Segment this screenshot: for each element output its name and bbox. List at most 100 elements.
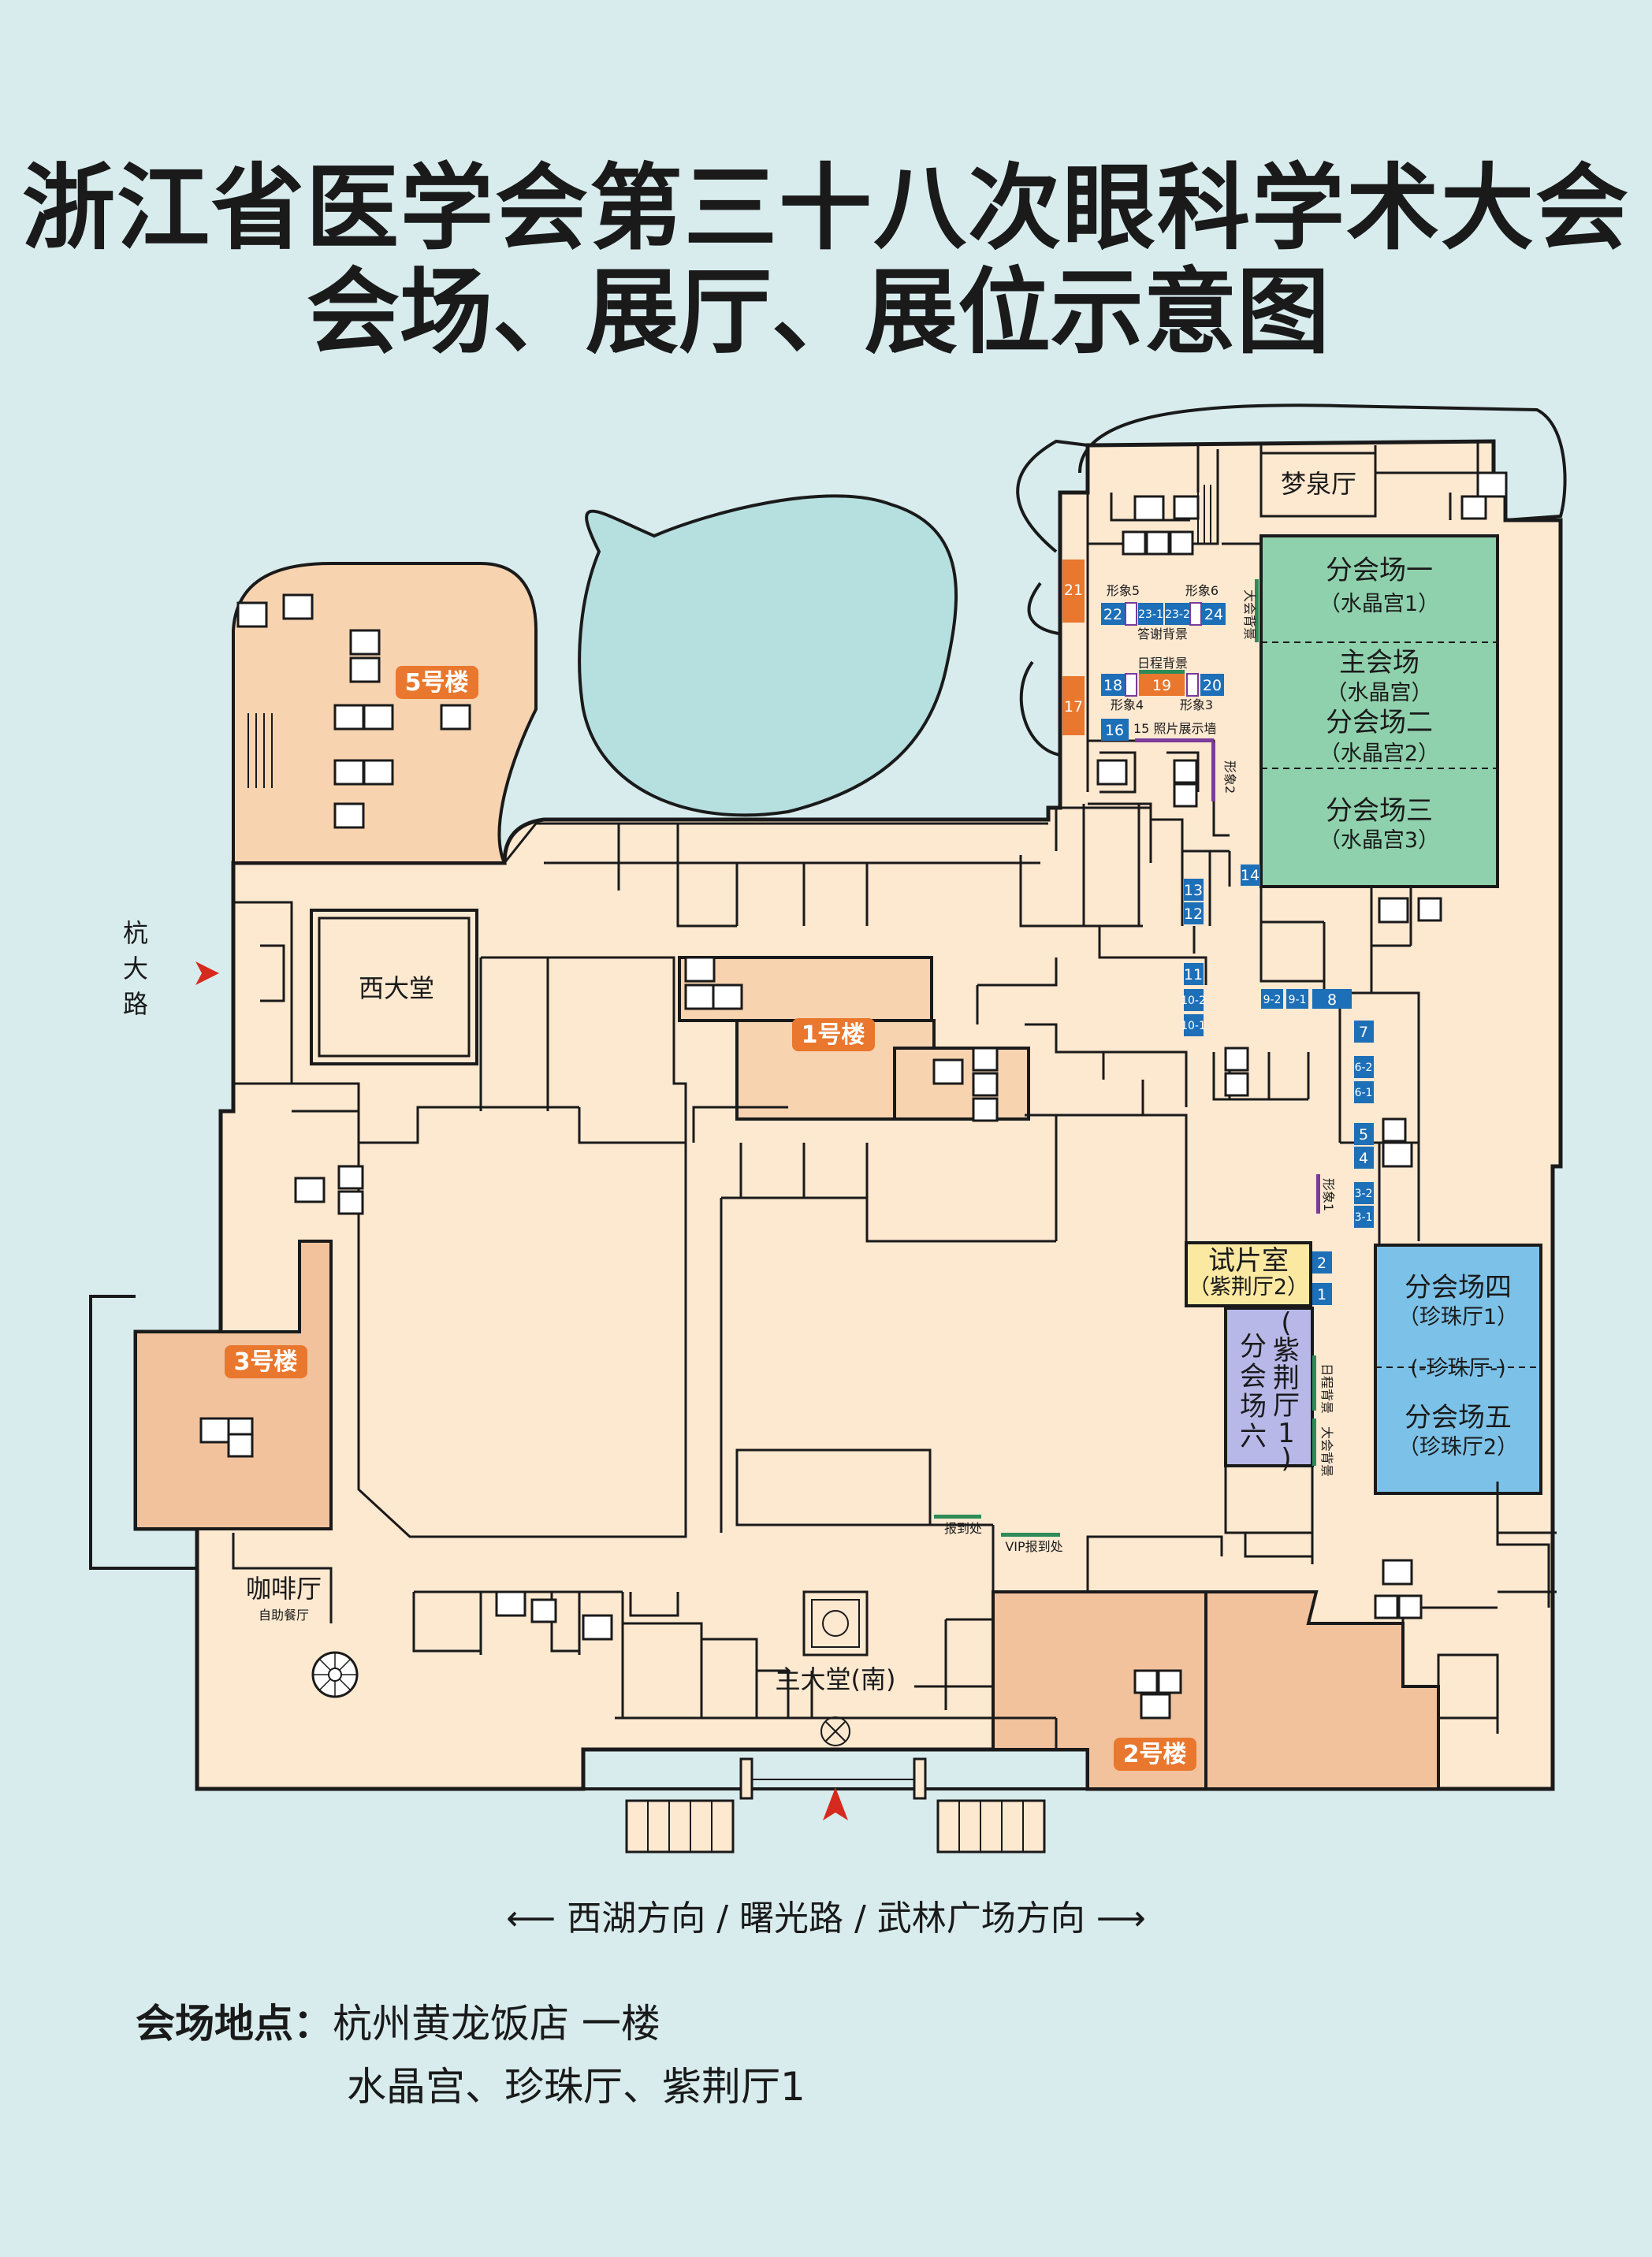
hall-sub3-room: （水晶宫3） bbox=[1319, 828, 1439, 853]
booth-11: 11 bbox=[1184, 966, 1203, 983]
booth-9-2: 9-2 bbox=[1263, 994, 1282, 1006]
booth-20: 20 bbox=[1203, 677, 1222, 694]
booth-6-1: 6-1 bbox=[1355, 1087, 1373, 1099]
booth-1: 1 bbox=[1317, 1286, 1326, 1303]
signage-image4: 形象4 bbox=[1111, 697, 1144, 712]
road-label: 杭 大 路 bbox=[123, 918, 148, 1019]
booth-18: 18 bbox=[1103, 677, 1122, 694]
hall-sub1-room: （水晶宫1） bbox=[1319, 592, 1439, 616]
hall-sub5-room: （珍珠厅2） bbox=[1398, 1435, 1518, 1459]
signage-thanks-backdrop: 答谢背景 bbox=[1137, 627, 1188, 641]
booth-5: 5 bbox=[1359, 1126, 1368, 1143]
hall-sub4-room: （珍珠厅1） bbox=[1398, 1305, 1518, 1329]
svg-text:1: 1 bbox=[1278, 1418, 1295, 1449]
booth-19: 19 bbox=[1152, 677, 1171, 694]
booth-13: 13 bbox=[1184, 882, 1203, 899]
signage-vertical: 形象2 形象1 大会背景 日程背景 大会背景 bbox=[1222, 589, 1336, 1477]
svg-text:大会背景: 大会背景 bbox=[1319, 1426, 1334, 1477]
svg-text:场: 场 bbox=[1240, 1391, 1267, 1422]
signage-image3: 形象3 bbox=[1180, 697, 1213, 712]
booth-7: 7 bbox=[1359, 1024, 1368, 1041]
svg-text:杭: 杭 bbox=[123, 918, 148, 948]
venue-label: 会场地点： bbox=[136, 2001, 333, 2047]
booth-22: 22 bbox=[1103, 606, 1122, 623]
booth-16: 16 bbox=[1105, 722, 1124, 739]
venue-line2: 水晶宫、珍珠厅、紫荆厅1 bbox=[347, 2064, 806, 2110]
booth-23-2: 23-2 bbox=[1165, 608, 1190, 621]
room-buffet: 自助餐厅 bbox=[259, 1608, 309, 1623]
booth-21: 21 bbox=[1064, 582, 1083, 599]
building-5-label: 5号楼 bbox=[405, 669, 469, 697]
booth-17: 17 bbox=[1064, 698, 1083, 716]
svg-text:六: 六 bbox=[1240, 1421, 1267, 1452]
hall-crystal bbox=[1259, 534, 1499, 888]
building-3-label: 3号楼 bbox=[234, 1348, 298, 1376]
signage-schedule-backdrop: 日程背景 bbox=[1137, 656, 1188, 671]
hall-sub1-name: 分会场一 bbox=[1326, 555, 1433, 586]
booth-12: 12 bbox=[1184, 905, 1203, 923]
registration-desk: 报到处 bbox=[944, 1521, 982, 1536]
page-title-line2: 会场、展厅、展位示意图 bbox=[306, 258, 1330, 366]
building-2-label: 2号楼 bbox=[1123, 1741, 1187, 1768]
hall-sub2-room: （水晶宫2） bbox=[1319, 742, 1439, 766]
booth-24: 24 bbox=[1204, 606, 1223, 623]
svg-text:(: ( bbox=[1281, 1307, 1291, 1339]
svg-text:厅: 厅 bbox=[1273, 1390, 1300, 1422]
svg-text:会: 会 bbox=[1240, 1361, 1267, 1392]
page-title-line1: 浙江省医学会第三十八次眼科学术大会 bbox=[21, 154, 1630, 262]
svg-text:形象1: 形象1 bbox=[1321, 1178, 1336, 1211]
hall-sub4-name: 分会场四 bbox=[1405, 1272, 1512, 1303]
direction-text: 西湖方向 / 曙光路 / 武林广场方向 bbox=[567, 1898, 1085, 1939]
booth-2: 2 bbox=[1317, 1255, 1326, 1272]
booth-10-2: 10-2 bbox=[1181, 995, 1206, 1007]
hall-sub3-name: 分会场三 bbox=[1326, 795, 1433, 827]
hall-sub5-name: 分会场五 bbox=[1405, 1402, 1512, 1433]
signage-image5: 形象5 bbox=[1107, 583, 1140, 598]
booth-4: 4 bbox=[1359, 1150, 1368, 1167]
signage-image6: 形象6 bbox=[1185, 583, 1219, 598]
right-arrow-icon: ⟶ bbox=[1096, 1898, 1146, 1939]
svg-text:荆: 荆 bbox=[1273, 1363, 1300, 1394]
booth-3-1: 3-1 bbox=[1355, 1211, 1373, 1224]
venue-info: 会场地点：杭州黄龙饭店 一楼 水晶宫、珍珠厅、紫荆厅1 bbox=[136, 1992, 806, 2118]
screening-name: 试片室 bbox=[1208, 1245, 1289, 1277]
svg-text:分: 分 bbox=[1240, 1331, 1267, 1363]
screening-room-label: （紫荆厅2） bbox=[1189, 1275, 1308, 1300]
south-entrance-arrow bbox=[823, 1787, 848, 1820]
building-1-label: 1号楼 bbox=[802, 1021, 865, 1049]
svg-text:紫: 紫 bbox=[1273, 1335, 1300, 1366]
svg-text:日程背景: 日程背景 bbox=[1319, 1363, 1334, 1414]
room-main-lobby: 主大堂(南) bbox=[776, 1664, 896, 1694]
hall-main-room: （水晶宫） bbox=[1326, 681, 1433, 705]
hall-bauhinia-1 bbox=[1224, 1307, 1314, 1467]
svg-text:大: 大 bbox=[123, 954, 148, 983]
room-cafe: 咖啡厅 bbox=[246, 1574, 322, 1604]
hall-pearl: (-珍珠厅-) bbox=[1410, 1356, 1506, 1381]
svg-text:大会背景: 大会背景 bbox=[1242, 589, 1257, 640]
booth-9-1: 9-1 bbox=[1289, 994, 1307, 1006]
booth-8: 8 bbox=[1327, 991, 1337, 1009]
direction-indicator: ⟵ 西湖方向 / 曙光路 / 武林广场方向 ⟶ bbox=[0, 1890, 1652, 1940]
booth-3-2: 3-2 bbox=[1355, 1188, 1373, 1200]
room-mengquan: 梦泉厅 bbox=[1281, 469, 1356, 499]
booth-10-1: 10-1 bbox=[1181, 1020, 1206, 1032]
svg-text:): ) bbox=[1281, 1443, 1291, 1474]
hall-sub6-label: 分 会 场 六 ( 紫 荆 厅 1 ) bbox=[1240, 1307, 1300, 1474]
left-arrow-icon: ⟵ bbox=[506, 1898, 556, 1939]
screening-room bbox=[1185, 1241, 1312, 1307]
booth-6-2: 6-2 bbox=[1355, 1062, 1373, 1074]
signage-photo-wall: 15 照片展示墙 bbox=[1133, 721, 1216, 736]
room-west-hall: 西大堂 bbox=[359, 973, 434, 1003]
hall-pearl bbox=[1374, 1244, 1542, 1495]
booth-14: 14 bbox=[1241, 867, 1259, 884]
hall-main-name: 主会场 bbox=[1339, 647, 1419, 679]
svg-text:形象2: 形象2 bbox=[1222, 760, 1237, 794]
vip-registration-desk: VIP报到处 bbox=[1005, 1539, 1062, 1554]
booth-23-1: 23-1 bbox=[1138, 608, 1163, 621]
hall-sub2-name: 分会场二 bbox=[1326, 707, 1433, 738]
pond bbox=[578, 494, 958, 817]
west-entrance-arrow bbox=[195, 961, 219, 985]
venue-line1: 杭州黄龙饭店 一楼 bbox=[333, 2001, 660, 2047]
svg-text:路: 路 bbox=[123, 989, 148, 1019]
